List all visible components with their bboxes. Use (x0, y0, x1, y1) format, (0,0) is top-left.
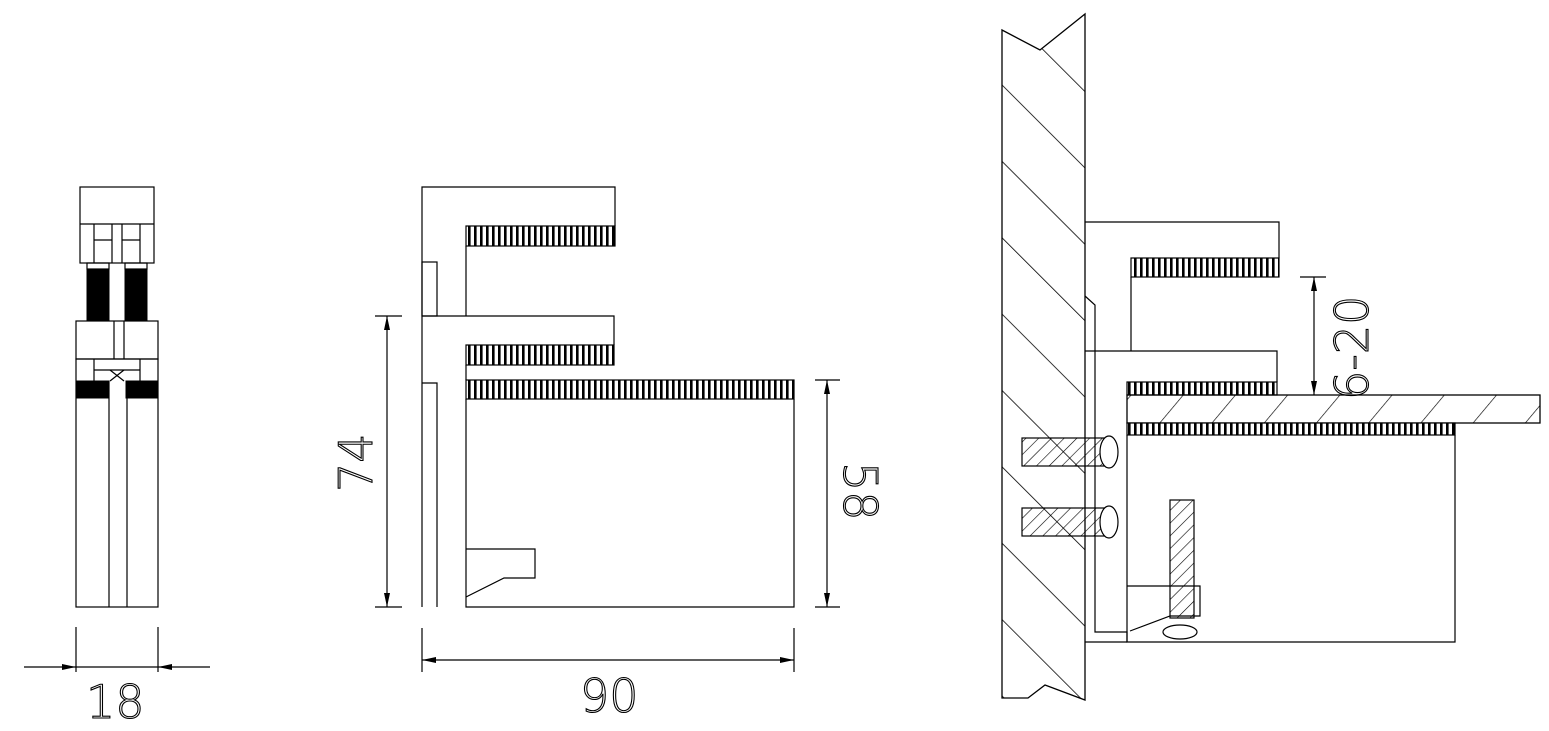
section-view: 6-20 (1001, 12, 1541, 701)
dimension-90-text: 90 (580, 669, 639, 723)
side-view: 74 58 90 (328, 186, 888, 724)
dimension-18-text: 18 (86, 675, 145, 729)
front-view: 18 (24, 186, 210, 730)
dimension-6-20-text: 6-20 (1325, 296, 1379, 400)
dimension-74-text: 74 (329, 433, 383, 492)
dimension-58-text: 58 (833, 462, 887, 521)
